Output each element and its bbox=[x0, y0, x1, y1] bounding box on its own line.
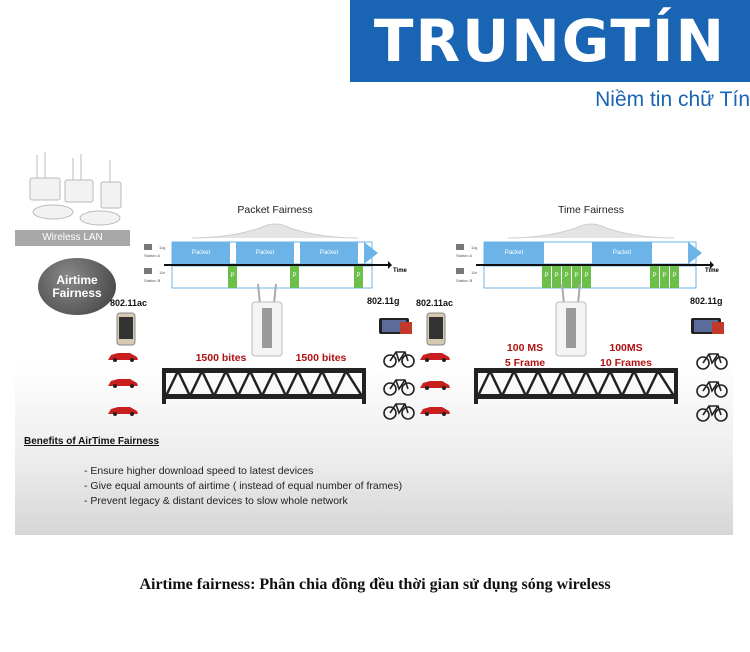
tf-right-speed-line1: 100MS bbox=[609, 342, 643, 354]
brand-logo: TRUNGTÍN bbox=[373, 7, 727, 75]
pf-bridge bbox=[162, 368, 366, 404]
brand-tagline: Niềm tin chữ Tín bbox=[595, 88, 750, 111]
bicycle-icon bbox=[696, 405, 728, 422]
tf-station-a: Station A bbox=[456, 253, 473, 258]
pf-row1-tag: 11g bbox=[159, 245, 166, 250]
tf-station-b: Station B bbox=[456, 278, 473, 283]
pf-left-speed: 1500 bites bbox=[195, 352, 247, 364]
car-icon bbox=[108, 407, 138, 416]
packet-fairness-title: Packet Fairness bbox=[237, 204, 313, 216]
bicycle-icon bbox=[696, 353, 728, 370]
packet-fairness-timeline bbox=[144, 241, 392, 289]
car-icon bbox=[420, 407, 450, 416]
pf-packet-2: Packet bbox=[255, 250, 275, 256]
benefit-item: - Prevent legacy & distant devices to sl… bbox=[84, 495, 348, 507]
pf-right-speed: 1500 bites bbox=[295, 352, 347, 364]
benefit-item: - Ensure higher download speed to latest… bbox=[84, 465, 314, 477]
tf-time-label: Time bbox=[705, 268, 719, 274]
car-icon bbox=[420, 381, 450, 390]
tf-p-5: P bbox=[584, 273, 589, 279]
tf-right-device-label: 802.11g bbox=[690, 296, 723, 306]
car-icon bbox=[108, 353, 138, 362]
wireless-lan-label: Wireless LAN bbox=[15, 230, 130, 246]
tf-phone-icon bbox=[426, 312, 446, 346]
tf-packet-2: Packet bbox=[612, 250, 632, 256]
pf-p-1: P bbox=[230, 273, 235, 279]
pf-packet-3: Packet bbox=[319, 250, 339, 256]
time-fairness-brace bbox=[507, 223, 675, 239]
pf-packet-1: Packet bbox=[191, 250, 211, 256]
bicycle-icon bbox=[383, 403, 415, 420]
tf-left-device-label: 802.11ac bbox=[416, 298, 454, 308]
pf-p-2: P bbox=[292, 273, 297, 279]
tablet-icon bbox=[691, 318, 724, 334]
tf-p-7: P bbox=[662, 273, 667, 279]
brand-logo-background bbox=[350, 0, 750, 82]
bicycle-icon bbox=[383, 379, 415, 396]
tf-packet-1: Packet bbox=[504, 250, 524, 256]
pf-phone-icon bbox=[116, 312, 136, 346]
benefit-item: - Give equal amounts of airtime ( instea… bbox=[84, 480, 403, 492]
badge-line-2: Fairness bbox=[52, 285, 102, 300]
tf-left-speed-line2: 5 Frame bbox=[504, 357, 546, 369]
tf-p-2: P bbox=[554, 273, 559, 279]
pf-p-3: P bbox=[356, 273, 361, 279]
pf-station-b: Station B bbox=[144, 278, 161, 283]
time-fairness-timeline bbox=[456, 241, 714, 289]
car-icon bbox=[108, 379, 138, 388]
tf-right-speed-line2: 10 Frames bbox=[600, 357, 652, 369]
pf-station-a: Station A bbox=[144, 253, 161, 258]
time-fairness-title: Time Fairness bbox=[557, 204, 625, 216]
pf-time-label: Time bbox=[393, 268, 407, 274]
access-points-illustration bbox=[29, 152, 122, 226]
pf-right-device-label: 802.11g bbox=[367, 296, 400, 306]
tf-p-6: P bbox=[652, 273, 657, 279]
tf-row1-tag: 11g bbox=[471, 245, 478, 250]
tf-left-speed-line1: 100 MS bbox=[506, 342, 544, 354]
tf-bridge bbox=[474, 368, 678, 404]
tf-p-3: P bbox=[564, 273, 569, 279]
bicycle-icon bbox=[383, 351, 415, 368]
bicycle-icon bbox=[696, 381, 728, 398]
tf-access-point bbox=[555, 283, 587, 357]
tablet-icon bbox=[379, 318, 412, 334]
pf-left-device-label: 802.11ac bbox=[110, 298, 148, 308]
figure-caption: Airtime fairness: Phân chia đồng đều thờ… bbox=[139, 576, 611, 593]
tf-p-4: P bbox=[574, 273, 579, 279]
car-icon bbox=[420, 353, 450, 362]
tf-p-8: P bbox=[672, 273, 677, 279]
badge-line-1: Airtime bbox=[56, 272, 98, 287]
tf-p-1: P bbox=[544, 273, 549, 279]
benefits-title: Benefits of AirTime Fairness bbox=[24, 436, 160, 447]
tf-row2-tag: 11n bbox=[471, 270, 478, 275]
packet-fairness-brace bbox=[191, 223, 359, 239]
pf-row2-tag: 11n bbox=[159, 270, 166, 275]
pf-access-point bbox=[251, 283, 283, 357]
